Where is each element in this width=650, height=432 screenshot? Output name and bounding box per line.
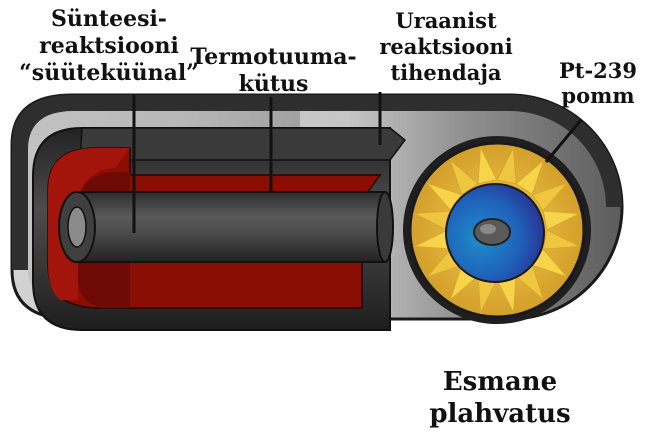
label-fusion-fuel: Termotuuma- kütus — [186, 44, 361, 98]
label-tamper-line-1: Uraanist — [395, 8, 497, 33]
explosive-lens-point — [542, 210, 582, 231]
primary-stage — [403, 136, 591, 324]
label-pit-line-1: Pt-239 — [558, 58, 638, 83]
explosive-lens-point — [477, 145, 498, 185]
explosive-lens-point — [449, 158, 479, 196]
label-spark-plug: Sünteesi- reaktsiooni “süüteküünal” — [14, 6, 204, 87]
spark-plug-rod — [74, 191, 386, 263]
label-primary-line-1: Esmane — [442, 367, 558, 397]
label-spark-plug-line-1: Sünteesi- — [51, 6, 167, 32]
label-primary-line-2: plahvatus — [429, 399, 571, 429]
label-spark-plug-line-3: “süüteküünal” — [19, 60, 199, 86]
secondary-stage — [32, 127, 407, 331]
label-primary: Esmane plahvatus — [420, 366, 580, 430]
label-pit-line-2: pomm — [561, 83, 635, 108]
explosive-lens-point — [496, 145, 517, 185]
label-tamper: Uraanist reaktsiooni tihendaja — [366, 8, 526, 86]
label-pit: Pt-239 pomm — [556, 58, 640, 108]
label-tamper-line-3: tihendaja — [390, 60, 502, 85]
explosive-lens-point — [542, 229, 582, 250]
explosive-lens-point — [531, 182, 569, 212]
leader-pit — [544, 119, 583, 163]
label-tamper-line-2: reaktsiooni — [379, 34, 513, 59]
leader-lines — [132, 92, 583, 233]
label-spark-plug-line-2: reaktsiooni — [39, 33, 179, 59]
label-fusion-fuel-line-1: Termotuuma- — [190, 44, 357, 70]
label-fusion-fuel-line-2: kütus — [238, 71, 309, 97]
explosive-lens-point — [515, 158, 545, 196]
